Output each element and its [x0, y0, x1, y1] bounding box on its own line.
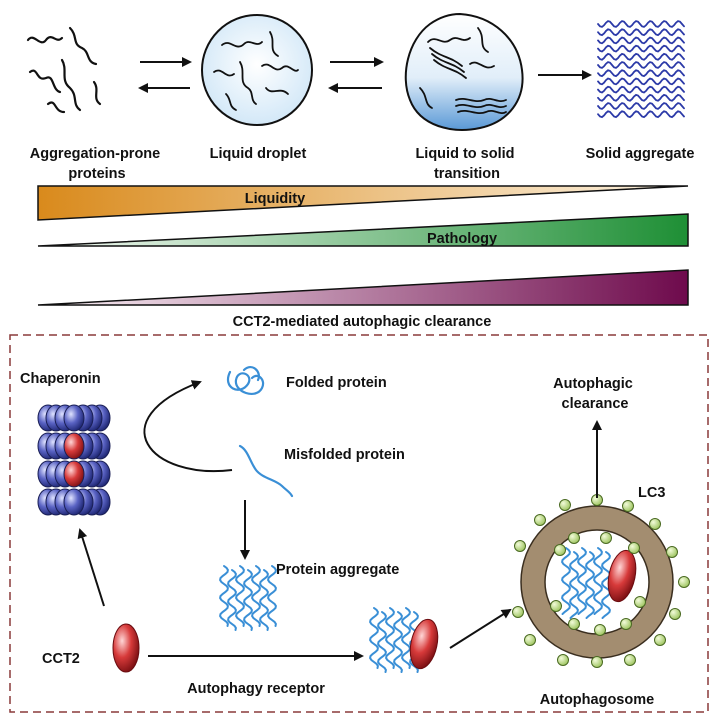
- stage-label-solid-aggregate: Solid aggregate: [586, 146, 695, 162]
- autophagy-receptor-label: Autophagy receptor: [187, 681, 325, 697]
- mechanism-panel-border: [9, 334, 709, 713]
- stage-label-aggregation-prone-proteins: Aggregation-prone proteins: [30, 146, 165, 182]
- cct2-monomer-icon: [112, 623, 140, 673]
- to-autophagosome-arrow: [449, 608, 512, 649]
- protein-aggregate-label: Protein aggregate: [276, 562, 399, 578]
- cct2-clearance-label: CCT2-mediated autophagic clearance: [233, 314, 492, 330]
- autophagic-clearance-gradient-wedge: [37, 269, 689, 306]
- liquidity-label: Liquidity: [245, 191, 305, 207]
- liquid-to-solid-transition-icon: [404, 12, 524, 131]
- cct2-bound-aggregate-icon: [369, 607, 419, 673]
- chaperonin-label: Chaperonin: [20, 371, 101, 387]
- chaperonin-icon: [37, 404, 111, 516]
- lc3-label: LC3: [638, 485, 665, 501]
- pathology-gradient-wedge: [37, 213, 689, 247]
- misfolded-protein-icon: [238, 444, 294, 498]
- stage-label-liquid-to-solid-transition: Liquid to solid transition: [415, 146, 518, 182]
- liquidity-gradient-wedge: [37, 185, 689, 221]
- cct2-label: CCT2: [42, 651, 80, 667]
- solid-aggregate-icon: [597, 20, 685, 119]
- liquid-droplet-icon: [201, 14, 313, 126]
- aggregation-prone-proteins-icon: [26, 26, 102, 114]
- misfolded-protein-label: Misfolded protein: [284, 447, 405, 463]
- folded-protein-label: Folded protein: [286, 375, 387, 391]
- autophagosome-icon: [512, 494, 690, 668]
- refolding-curved-arrow: [143, 380, 233, 473]
- protein-aggregate-icon: [219, 565, 277, 631]
- pathology-label: Pathology: [427, 231, 497, 247]
- cct2-receptor-icon: [409, 618, 439, 670]
- folded-protein-icon: [227, 365, 265, 396]
- autophagosome-label: Autophagosome: [540, 692, 654, 708]
- lc3-marker-icon: [512, 494, 690, 668]
- autophagic-clearance-label: Autophagic clearance: [553, 376, 637, 412]
- stage-label-liquid-droplet: Liquid droplet: [210, 146, 307, 162]
- cct2-to-chaperonin-arrow: [77, 528, 105, 607]
